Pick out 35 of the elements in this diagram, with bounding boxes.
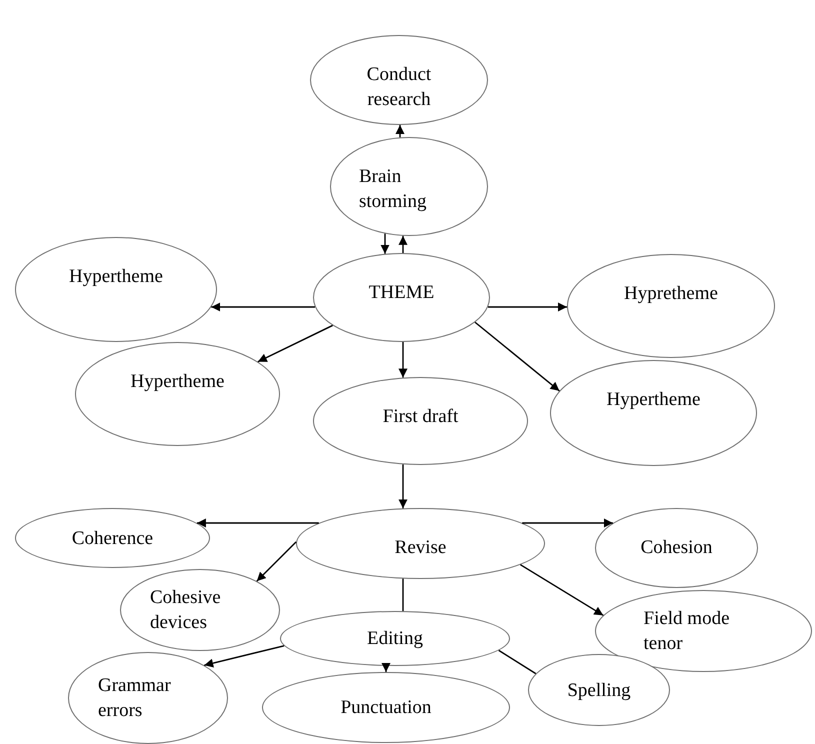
arrow bbox=[522, 518, 613, 528]
arrow bbox=[396, 125, 404, 138]
connector-line bbox=[498, 650, 536, 674]
arrow bbox=[398, 342, 408, 378]
node-label: Field mode tenor bbox=[644, 607, 731, 656]
arrow bbox=[204, 645, 284, 668]
node-label: Coherence bbox=[72, 526, 154, 550]
node-label: THEME bbox=[368, 281, 434, 305]
node-label: Cohesive devices bbox=[150, 586, 222, 635]
node-label: Revise bbox=[394, 536, 446, 560]
node-label: Hypertheme bbox=[606, 388, 700, 412]
node-label: Hypertheme bbox=[69, 265, 163, 289]
arrow bbox=[380, 234, 390, 254]
arrow bbox=[256, 541, 297, 582]
arrow bbox=[398, 236, 408, 253]
node-label: Grammar errors bbox=[98, 674, 172, 723]
node-label: Punctuation bbox=[340, 696, 432, 720]
node-label: Spelling bbox=[567, 678, 631, 702]
arrow bbox=[258, 324, 333, 362]
node-label: Cohesion bbox=[640, 536, 712, 560]
arrow bbox=[382, 663, 390, 672]
ellipse-node bbox=[120, 569, 280, 651]
node-label: Brain storming bbox=[359, 165, 428, 214]
arrow bbox=[488, 302, 568, 312]
node-label: Hypretheme bbox=[624, 282, 718, 306]
arrow bbox=[196, 518, 319, 528]
arrow bbox=[398, 464, 408, 508]
arrow bbox=[474, 322, 560, 392]
arrow bbox=[211, 302, 316, 312]
node-label: Editing bbox=[367, 627, 423, 651]
node-label: Conduct research bbox=[366, 63, 432, 112]
connector-line bbox=[402, 578, 404, 612]
node-label: Hypertheme bbox=[130, 370, 224, 394]
node-label: First draft bbox=[382, 405, 458, 429]
arrow bbox=[520, 564, 604, 616]
